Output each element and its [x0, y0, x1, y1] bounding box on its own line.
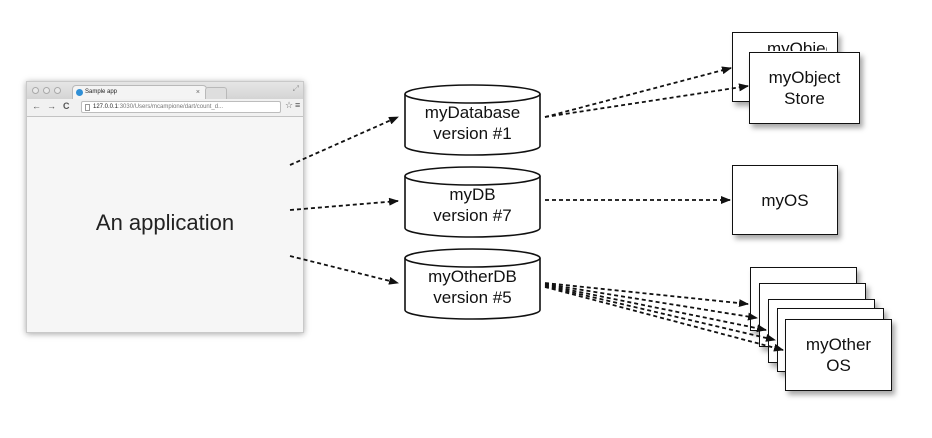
url-host: 127.0.0.1	[93, 104, 119, 110]
object-store-label-line2: OS	[826, 356, 851, 375]
arrow-myOtherDB-to-store-5	[544, 286, 784, 352]
arrow-app-to-myOtherDB	[289, 255, 399, 285]
object-store-myOtherOS: myOther OS	[785, 319, 892, 391]
object-store-label-line1: myOS	[761, 190, 809, 210]
star-icon[interactable]: ☆	[285, 100, 294, 110]
tab-title: Sample app	[85, 89, 118, 95]
back-arrow-icon[interactable]: ←	[32, 101, 41, 111]
object-store-label-line1: myObject	[768, 68, 841, 87]
database-cylinder-2: myDB version #7	[404, 166, 541, 238]
object-store-peek-label: myObject	[767, 39, 827, 51]
database-version: version #5	[433, 288, 512, 307]
cylinder-shape	[404, 166, 541, 238]
arrow-myOtherDB-to-store-4	[544, 285, 776, 342]
database-name: myDatabase	[424, 103, 521, 122]
database-version: version #1	[433, 124, 512, 143]
url-path: :3030/Users/mcampione/dart/count_d...	[118, 104, 224, 110]
arrow-myOtherDB-to-store-3	[544, 284, 767, 333]
object-store-myObjectStore: myObject Store	[749, 52, 860, 124]
forward-arrow-icon[interactable]: →	[47, 101, 56, 111]
object-store-label-line2: Store	[784, 89, 825, 108]
favicon-icon	[76, 89, 83, 96]
minimize-window-icon[interactable]	[43, 87, 50, 94]
cylinder-shape	[404, 248, 541, 320]
database-name: myDB	[449, 185, 496, 204]
arrow-myOtherDB-to-store-2	[544, 283, 758, 321]
arrow-app-to-myDatabase	[289, 116, 399, 166]
zoom-window-icon[interactable]	[54, 87, 61, 94]
arrow-app-to-myDB	[289, 197, 399, 211]
address-bar[interactable]: 127.0.0.1:3030/Users/mcampione/dart/coun…	[81, 101, 281, 113]
resize-icon[interactable]: ⤢	[292, 84, 299, 93]
page-icon	[85, 104, 90, 111]
object-store-label-line1: myOther	[805, 335, 872, 354]
database-version: version #7	[433, 206, 512, 225]
arrow-myDatabase-to-store-1	[544, 66, 732, 118]
database-cylinder-1: myDatabase version #1	[404, 84, 541, 156]
reload-icon[interactable]: C	[63, 101, 70, 111]
new-tab-button[interactable]	[205, 87, 227, 99]
arrow-myOtherDB-to-store-1	[544, 282, 749, 308]
object-store-myOS: myOS	[732, 165, 838, 235]
menu-icon[interactable]: ≡	[295, 100, 301, 110]
browser-window: Sample app × ⤢ ← → C 127.0.0.1:3030/User…	[26, 81, 304, 333]
close-window-icon[interactable]	[32, 87, 39, 94]
arrow-myDatabase-to-store-2	[544, 83, 749, 118]
tab-close-icon[interactable]: ×	[195, 89, 200, 96]
application-label: An application	[95, 210, 235, 235]
database-cylinder-3: myOtherDB version #5	[404, 248, 541, 320]
cylinder-shape	[404, 84, 541, 156]
browser-toolbar: ← → C 127.0.0.1:3030/Users/mcampione/dar…	[27, 99, 303, 117]
database-name: myOtherDB	[428, 267, 517, 286]
